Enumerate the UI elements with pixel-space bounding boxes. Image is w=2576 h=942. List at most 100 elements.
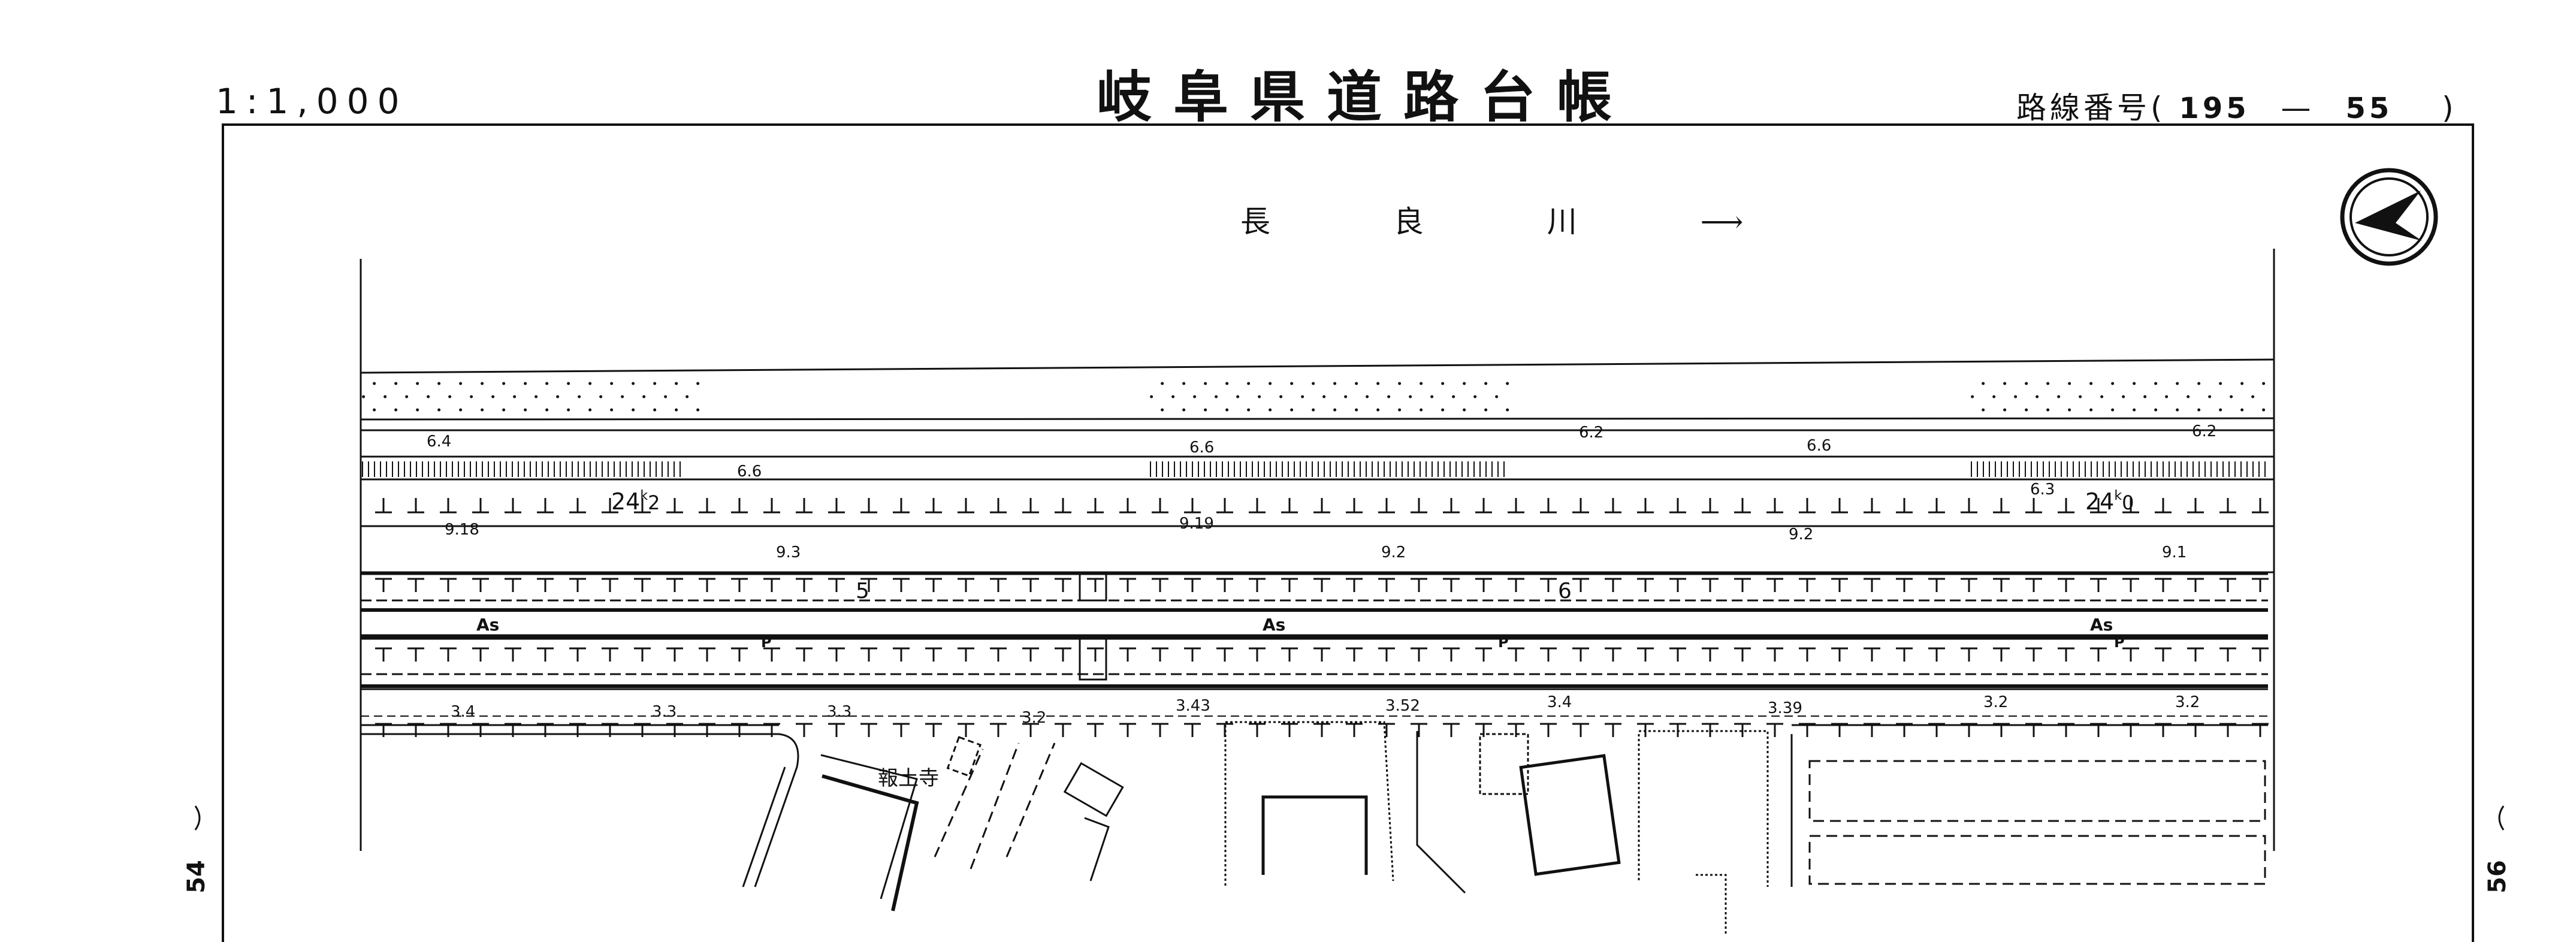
slope-tick xyxy=(990,723,1007,737)
slope-tick xyxy=(1216,578,1233,592)
slope-tick xyxy=(1443,498,1460,514)
stipple-dot xyxy=(2068,408,2071,412)
slope-tick xyxy=(1734,723,1751,737)
page-title: 岐阜県道路台帳 xyxy=(1097,65,1634,129)
slope-tick xyxy=(828,498,845,514)
slope-tick xyxy=(1184,498,1201,514)
stipple-dot xyxy=(1344,395,1348,398)
stipple-dot xyxy=(2025,382,2028,385)
stipple-dot xyxy=(1269,408,1272,412)
slope-tick xyxy=(1022,723,1039,737)
slope-tick xyxy=(472,578,489,592)
stipple-dot xyxy=(621,395,624,398)
slope-tick xyxy=(1896,498,1913,514)
parcel-outlines xyxy=(361,721,2266,935)
slope-tick xyxy=(990,647,1007,662)
stipple-dot xyxy=(2176,382,2179,385)
stipple-dot xyxy=(2133,408,2136,412)
slope-tick xyxy=(1055,578,1071,592)
map-frame xyxy=(222,123,2474,942)
stipple-dot xyxy=(1463,382,1466,385)
slope-tick xyxy=(1249,723,1266,737)
stipple-dot xyxy=(2262,408,2266,412)
slope-tick xyxy=(860,498,877,514)
elevation-label: 3.4 xyxy=(451,703,475,721)
slope-tick xyxy=(958,723,974,737)
slope-tick xyxy=(699,498,715,514)
slope-tick xyxy=(537,498,554,514)
slope-tick xyxy=(1896,578,1913,592)
slope-tick xyxy=(1831,647,1848,662)
slope-tick xyxy=(2219,578,2236,592)
slope-tick xyxy=(1411,498,1427,514)
slope-tick xyxy=(1669,647,1686,662)
slope-tick xyxy=(2252,578,2269,592)
slope-tick xyxy=(1087,723,1104,737)
elevation-label: 6.2 xyxy=(1579,424,1603,442)
stipple-dot xyxy=(2036,395,2039,398)
slope-tick xyxy=(1346,647,1363,662)
slope-tick xyxy=(2025,647,2042,662)
stipple-dot xyxy=(1506,382,1509,385)
elevation-label: 3.2 xyxy=(1983,693,2008,711)
stipple-dot xyxy=(2219,408,2222,412)
elevation-label: 6.6 xyxy=(1189,439,1214,457)
slope-tick xyxy=(537,647,554,662)
slope-tick xyxy=(763,498,780,514)
stipple-dot xyxy=(373,382,376,385)
stipple-dot xyxy=(2111,408,2115,412)
stipple-dot xyxy=(556,395,560,398)
slope-tick xyxy=(1766,578,1783,592)
km-post-5: 5 xyxy=(856,579,869,603)
slope-tick xyxy=(2058,647,2074,662)
slope-tick xyxy=(828,647,845,662)
slope-tick xyxy=(1249,578,1266,592)
slope-tick xyxy=(2155,578,2172,592)
stipple-dot xyxy=(534,395,538,398)
parking-label: P xyxy=(1498,634,1509,651)
slope-tick xyxy=(2122,578,2139,592)
slope-tick xyxy=(440,647,457,662)
stipple-dot xyxy=(653,408,657,412)
slope-tick xyxy=(699,578,715,592)
slope-tick xyxy=(1799,723,1816,737)
slope-tick xyxy=(2090,647,2107,662)
stipple-dot xyxy=(1420,408,1423,412)
stipple-dot xyxy=(2262,382,2266,385)
slope-tick xyxy=(893,578,910,592)
stipple-dot xyxy=(1971,395,1974,398)
slope-tick xyxy=(1411,647,1427,662)
road-hatching xyxy=(362,461,2266,477)
stipple-dot xyxy=(1279,395,1283,398)
stipple-dot xyxy=(2154,382,2158,385)
stipple-dot xyxy=(437,408,441,412)
stipple-dot xyxy=(1441,382,1445,385)
slope-tick xyxy=(990,578,1007,592)
slope-tick xyxy=(1508,723,1524,737)
parking-label: P xyxy=(2114,634,2125,651)
slope-tick xyxy=(472,498,489,514)
slope-tick xyxy=(1572,498,1589,514)
stipple-dot xyxy=(1312,382,1315,385)
slope-tick xyxy=(1184,647,1201,662)
stipple-dot xyxy=(2240,408,2244,412)
slope-tick xyxy=(1152,578,1168,592)
km-post-6: 6 xyxy=(1558,579,1572,603)
embankment-bands xyxy=(360,358,2275,573)
slope-tick xyxy=(1766,498,1783,514)
slope-tick xyxy=(1928,647,1945,662)
slope-tick xyxy=(1022,498,1039,514)
stipple-dot xyxy=(1355,408,1358,412)
surface-label: As xyxy=(1263,615,1285,635)
surface-label: As xyxy=(476,615,499,635)
slope-tick xyxy=(1378,647,1395,662)
slope-tick xyxy=(1152,647,1168,662)
stipple-dot xyxy=(524,382,527,385)
slope-tick xyxy=(1313,498,1330,514)
stipple-dot xyxy=(653,382,657,385)
slope-tick xyxy=(1022,647,1039,662)
slope-tick xyxy=(2155,647,2172,662)
slope-tick xyxy=(2187,723,2204,737)
stipple-dot xyxy=(2208,395,2212,398)
